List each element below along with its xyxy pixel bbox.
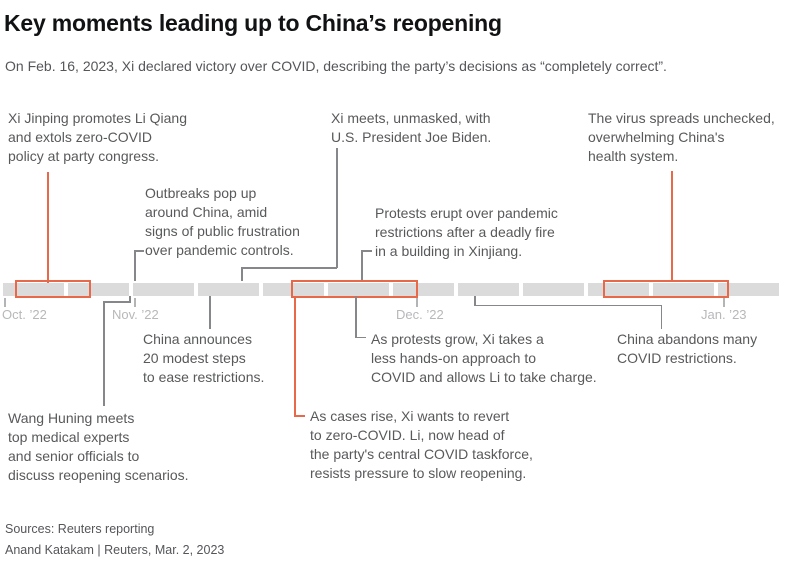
- month-label-dec: Dec. ’22: [396, 307, 444, 322]
- leader-less-hands-on: [355, 296, 357, 338]
- annotation-cases-rise: As cases rise, Xi wants to revert to zer…: [310, 408, 533, 481]
- leader-protests-tick: [361, 250, 372, 252]
- timeline-segment: [653, 283, 714, 296]
- month-label-oct: Oct. ’22: [2, 307, 47, 322]
- leader-biden-horizontal: [241, 267, 337, 269]
- timeline-segment: [393, 283, 454, 296]
- page-title: Key moments leading up to China’s reopen…: [4, 10, 502, 36]
- leader-biden-vertical: [336, 148, 338, 268]
- timeline-segment: [458, 283, 519, 296]
- leader-party-congress: [47, 172, 49, 283]
- leader-wang-drop: [129, 296, 131, 303]
- tick-oct: [4, 298, 6, 307]
- timeline-segment: [68, 283, 129, 296]
- leader-outbreaks-tick: [134, 250, 144, 252]
- tick-jan: [723, 298, 725, 307]
- month-label-nov: Nov. ’22: [112, 307, 159, 322]
- tick-nov: [134, 298, 136, 307]
- annotation-twenty-steps: China announces 20 modest steps to ease …: [143, 331, 265, 385]
- highlight-november-protests: [291, 280, 418, 298]
- timeline-segment: [718, 283, 779, 296]
- timeline-segment: [198, 283, 259, 296]
- leader-wang-vertical: [103, 301, 105, 406]
- annotation-virus-spreads: The virus spreads unchecked, overwhelmin…: [588, 110, 775, 164]
- highlight-january-reopening: [603, 280, 729, 298]
- timeline-segment: [263, 283, 324, 296]
- timeline-segment: [523, 283, 584, 296]
- leader-wang-horizontal: [103, 301, 130, 303]
- annotation-protests-erupt: Protests erupt over pandemic restriction…: [375, 205, 558, 259]
- byline: Anand Katakam | Reuters, Mar. 2, 2023: [5, 543, 225, 557]
- leader-biden-drop: [241, 267, 243, 281]
- annotation-less-hands-on: As protests grow, Xi takes a less hands-…: [371, 331, 597, 385]
- leader-cases-rise: [294, 298, 296, 417]
- sources-line: Sources: Reuters reporting: [5, 522, 155, 536]
- timeline-segment: [133, 283, 194, 296]
- annotation-biden-meeting: Xi meets, unmasked, with U.S. President …: [331, 110, 492, 145]
- leader-abandons-vertical: [660, 304, 662, 329]
- leader-abandons-drop: [474, 296, 476, 306]
- annotation-outbreaks: Outbreaks pop up around China, amid sign…: [145, 185, 300, 258]
- subtitle: On Feb. 16, 2023, Xi declared victory ov…: [5, 58, 667, 74]
- annotation-abandons-restrictions: China abandons many COVID restrictions.: [617, 331, 758, 366]
- leader-outbreaks: [134, 250, 136, 281]
- leader-abandons-horizontal: [474, 304, 662, 306]
- leader-twenty-steps: [209, 296, 211, 329]
- month-label-jan: Jan. ’23: [701, 307, 747, 322]
- leader-protests: [361, 250, 363, 281]
- annotation-wang-huning: Wang Huning meets top medical experts an…: [8, 410, 189, 483]
- timeline-bar: [3, 283, 779, 296]
- timeline-segment: [3, 283, 64, 296]
- leader-less-hands-on-foot: [355, 336, 366, 338]
- tick-dec: [416, 298, 418, 307]
- highlight-october-congress: [15, 280, 91, 298]
- timeline-segment: [328, 283, 389, 296]
- annotation-party-congress: Xi Jinping promotes Li Qiang and extols …: [8, 110, 187, 164]
- leader-virus-spreads: [671, 171, 673, 281]
- leader-cases-rise-foot: [294, 415, 305, 417]
